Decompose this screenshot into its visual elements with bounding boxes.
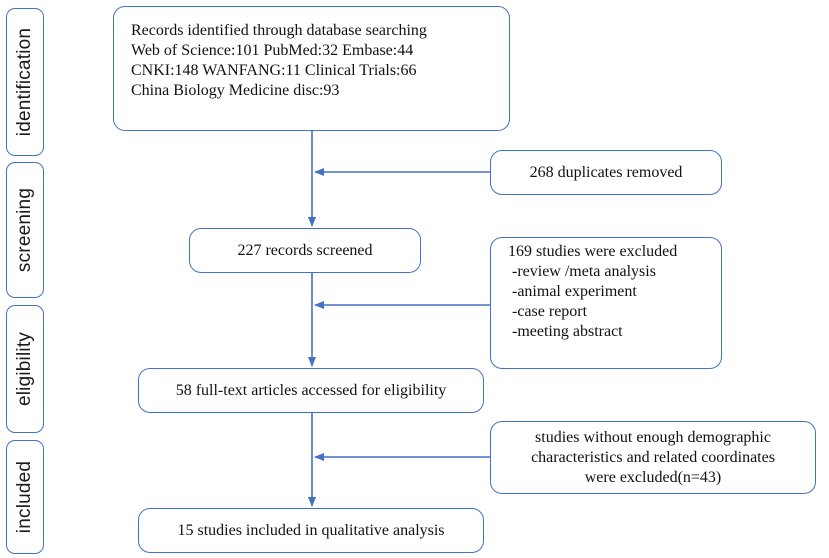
stage-included: included bbox=[6, 440, 44, 554]
excluded-reason-item: -meeting abstract bbox=[512, 323, 623, 340]
studies-excluded-title: 169 studies were excluded bbox=[508, 243, 678, 260]
duplicates-removed-box: 268 duplicates removed bbox=[490, 150, 722, 195]
records-identified-title: Records identified through database sear… bbox=[131, 22, 427, 39]
stage-eligibility: eligibility bbox=[6, 305, 44, 433]
records-sources-line-3: China Biology Medicine disc:93 bbox=[131, 82, 340, 99]
demographics-excluded-line-2: characteristics and related coordinates bbox=[531, 448, 775, 466]
stage-eligibility-label: eligibility bbox=[14, 331, 35, 407]
excluded-reason-item: -review /meta analysis bbox=[512, 263, 656, 280]
eligibility-assessed-box: 58 full-text articles accessed for eligi… bbox=[138, 368, 484, 413]
demographics-excluded-line-1: studies without enough demographic bbox=[535, 428, 771, 446]
records-identified-box: Records identified through database sear… bbox=[113, 6, 510, 131]
stage-included-label: included bbox=[14, 460, 35, 534]
studies-included-box: 15 studies included in qualitative analy… bbox=[138, 508, 484, 553]
excluded-reason-item: -case report bbox=[512, 303, 588, 320]
stage-identification-label: identification bbox=[14, 27, 35, 137]
excluded-reason-item: -animal experiment bbox=[512, 283, 637, 300]
demographics-excluded-line-3: were excluded(n=43) bbox=[584, 468, 722, 486]
records-screened-text: 227 records screened bbox=[237, 241, 373, 259]
records-screened-box: 227 records screened bbox=[189, 228, 421, 273]
records-sources-line-1: Web of Science:101 PubMed:32 Embase:44 bbox=[131, 42, 414, 59]
studies-excluded-box: 169 studies were excluded -review /meta … bbox=[490, 237, 722, 369]
stage-screening: screening bbox=[6, 162, 44, 298]
stage-screening-label: screening bbox=[14, 187, 35, 273]
duplicates-removed-text: 268 duplicates removed bbox=[529, 163, 683, 181]
studies-included-text: 15 studies included in qualitative analy… bbox=[177, 521, 445, 539]
eligibility-assessed-text: 58 full-text articles accessed for eligi… bbox=[175, 381, 447, 399]
records-sources-line-2: CNKI:148 WANFANG:11 Clinical Trials:66 bbox=[131, 62, 417, 79]
stage-identification: identification bbox=[6, 8, 44, 156]
demographics-excluded-box: studies without enough demographic chara… bbox=[490, 421, 816, 494]
